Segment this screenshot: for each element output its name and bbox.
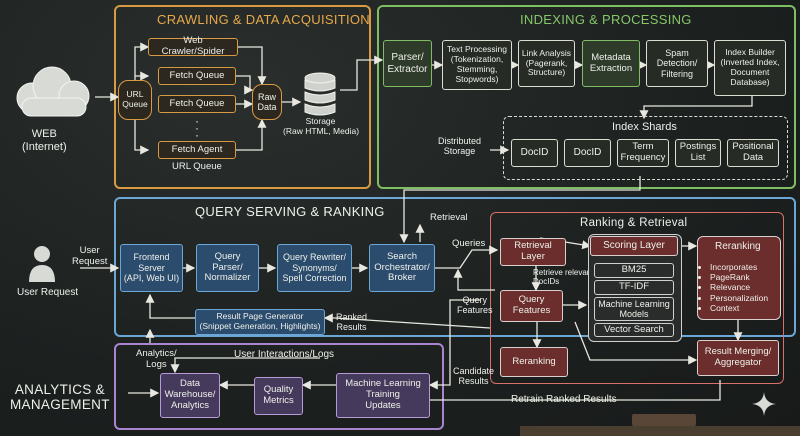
- storage-label: Storage (Raw HTML, Media): [283, 116, 360, 136]
- candidate-results-label: Candidate Results: [453, 366, 495, 387]
- bullet-pagerank: PageRank: [710, 272, 768, 282]
- indexing-section: [377, 5, 796, 189]
- analytics-section: [114, 343, 444, 430]
- user-interactions-label: User Interactions/Logs: [234, 349, 335, 360]
- ranking-title: Ranking & Retrieval: [580, 217, 688, 229]
- bm25-item: BM25: [594, 263, 674, 278]
- text-processing-node: Text Processing (Tokenization, Stemming,…: [442, 40, 512, 90]
- bullet-incorporates: Incorporates: [710, 262, 768, 272]
- shard-positional-data: Positional Data: [727, 139, 779, 167]
- tfidf-item: TF-IDF: [594, 280, 674, 295]
- scoring-layer-node: Scoring Layer: [590, 236, 678, 256]
- ellipsis-dots: ···: [195, 114, 199, 143]
- chalk-tray: [520, 426, 800, 436]
- parser-node: Parser/ Extractor: [383, 40, 432, 87]
- spam-node: Spam Detection/ Filtering: [646, 40, 708, 87]
- shard-postings-list: Postings List: [675, 139, 721, 167]
- result-page-generator-node: Result Page Generator (Snippet Generatio…: [195, 309, 325, 335]
- ranking-section: [490, 212, 784, 384]
- shard-docid-1: DocID: [511, 139, 558, 167]
- reranking-title: Reranking: [715, 241, 761, 252]
- query-features-node: Query Features: [500, 290, 563, 322]
- index-builder-node: Index Builder (Inverted Index, Document …: [714, 40, 786, 96]
- bullet-personalization: Personalization: [710, 293, 768, 303]
- index-shards-title: Index Shards: [612, 121, 677, 133]
- bullet-context: Context: [710, 303, 768, 313]
- query-features-label: Query Features: [457, 295, 493, 316]
- link-analysis-node: Link Analysis (Pagerank, Structure): [518, 40, 575, 87]
- search-orchestrator-node: Search Orchestrator/ Broker: [369, 244, 435, 292]
- distributed-storage-label: Distributed Storage: [438, 136, 482, 157]
- eraser: [632, 414, 696, 426]
- url-queue-caption: URL Queue: [172, 161, 222, 172]
- reranking-small-node: Reranking: [500, 347, 568, 377]
- fetch-queue-1-node: Fetch Queue: [158, 67, 236, 85]
- web-crawler-node: Web Crawler/Spider: [148, 35, 238, 57]
- data-warehouse-node: Data Warehouse/ Analytics: [160, 373, 220, 418]
- retrieval-label: Retrieval: [430, 212, 468, 223]
- shard-term-frequency: Term Frequency: [617, 139, 669, 167]
- index-shards-box: [503, 116, 788, 180]
- sparkle-icon: [752, 392, 776, 416]
- ml-training-node: Machine Learning Training Updates: [336, 373, 430, 418]
- analytics-logs-label: Analytics/ Logs: [136, 348, 177, 370]
- web-label: WEB (Internet): [22, 128, 67, 153]
- result-merging-node: Result Merging/ Aggregator: [697, 340, 779, 376]
- ml-models-item: Machine Learning Models: [594, 297, 674, 321]
- user-icon: [29, 246, 55, 282]
- vector-search-item: Vector Search: [594, 323, 674, 337]
- database-icon: [304, 72, 336, 116]
- ranked-results-label: Ranked Results: [336, 312, 368, 333]
- quality-metrics-node: Quality Metrics: [254, 377, 303, 415]
- crawling-title: CRAWLING & DATA ACQUISITION: [157, 12, 370, 27]
- fetch-queue-2-node: Fetch Queue: [158, 95, 236, 113]
- fetch-agent-node: Fetch Agent: [158, 141, 236, 159]
- query-title: QUERY SERVING & RANKING: [195, 204, 385, 219]
- retrieve-docids-label: Retrieve relevant DocIDs: [533, 268, 594, 287]
- reranking-box: [697, 236, 781, 320]
- query-rewriter-node: Query Rewriter/ Synonyms/ Spell Correcti…: [277, 244, 352, 292]
- query-parser-node: Query Parser/ Normalizer: [196, 244, 259, 292]
- indexing-title: INDEXING & PROCESSING: [520, 12, 692, 27]
- raw-data-node: Raw Data: [252, 84, 282, 120]
- retrieval-layer-node: Retrieval Layer: [500, 238, 566, 266]
- reranking-bullets: Incorporates PageRank Relevance Personal…: [700, 262, 768, 313]
- retrain-label: Retrain Ranked Results: [511, 394, 617, 405]
- frontend-node: Frontend Server (API, Web UI): [120, 244, 183, 292]
- metadata-node: Metadata Extraction: [582, 40, 640, 87]
- queries-label: Queries: [452, 238, 486, 249]
- analytics-title: ANALYTICS & MANAGEMENT: [10, 382, 110, 412]
- user-request-label: User Request: [17, 287, 79, 298]
- url-queue-node: URL Queue: [118, 80, 152, 120]
- cloud-icon: [16, 66, 90, 117]
- shard-docid-2: DocID: [564, 139, 611, 167]
- bullet-relevance: Relevance: [710, 282, 768, 292]
- user-request-arrow-label: User Request: [72, 245, 108, 267]
